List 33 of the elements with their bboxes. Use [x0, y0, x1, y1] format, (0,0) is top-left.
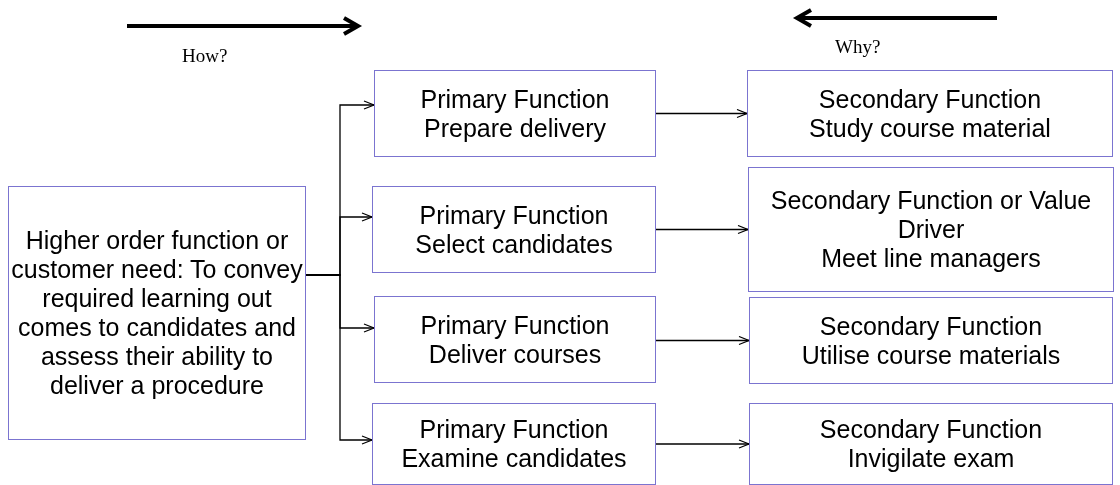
function-box [372, 403, 656, 485]
direction-label: How? [182, 45, 228, 67]
function-box [374, 296, 656, 383]
function-text: Deliver courses [428, 339, 602, 369]
arrow [655, 108, 748, 119]
function-text: Invigilate exam [847, 444, 1015, 473]
function-text: Primary Function [420, 84, 610, 114]
function-text: Examine candidates [401, 444, 627, 473]
function-box [372, 186, 656, 273]
function-text: Primary Function [420, 310, 610, 340]
function-text: Secondary Function [819, 415, 1043, 444]
function-text: Primary Function [419, 415, 609, 444]
function-text: Prepare delivery [424, 113, 606, 143]
arrow [655, 335, 750, 346]
arrow [655, 439, 750, 449]
function-box [747, 70, 1113, 157]
arrow [655, 224, 749, 235]
function-text: Meet line managers [821, 244, 1041, 273]
direction-label: Why? [835, 36, 881, 58]
function-text: Secondary Function [818, 84, 1042, 114]
function-text: Primary Function [419, 200, 609, 230]
function-text: Higher order function or customer need: To convey required learning out comes to candidates and assess their ability to deliver a procedure [10, 226, 304, 400]
arrow [305, 274, 373, 445]
function-text: Select candidates [415, 229, 613, 259]
function-box [749, 403, 1113, 485]
function-text: Study course material [809, 113, 1051, 143]
function-box [749, 297, 1113, 384]
function-text: Utilise course materials [801, 340, 1061, 370]
function-box [748, 167, 1114, 292]
function-text: Secondary Function [819, 311, 1043, 341]
function-box [374, 70, 656, 157]
function-text: Secondary Function or Value Driver [769, 186, 1093, 244]
function-box [8, 186, 306, 440]
